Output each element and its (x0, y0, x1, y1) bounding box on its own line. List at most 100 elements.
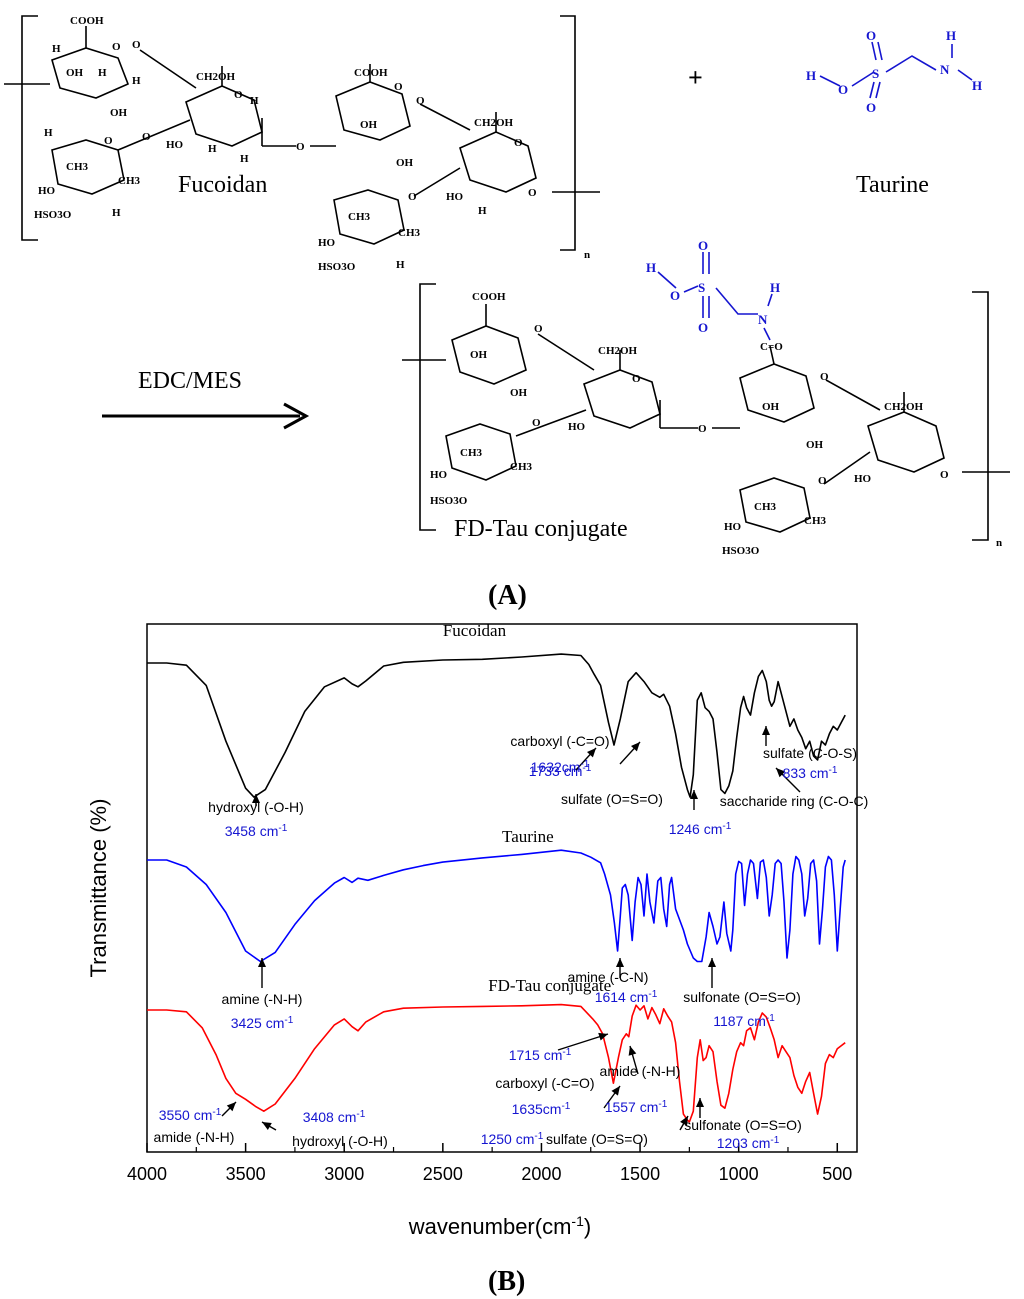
atom-ch2oh: CH2OH (598, 345, 638, 357)
annotation-arrowhead (616, 958, 624, 967)
atom-oh: OH (396, 157, 414, 169)
atom-ho: HO (724, 521, 742, 533)
atom-h: H (208, 143, 217, 155)
plus-sign: + (688, 63, 703, 92)
x-tick-label: 4000 (127, 1164, 167, 1184)
atom-ho: HO (430, 469, 448, 481)
atom-o: O (670, 288, 680, 303)
annotation-arrowhead (258, 958, 266, 967)
fucoidan-structure: COOH O H OH OH H O H CH3 HO CH3 HSO3O O … (34, 15, 537, 273)
atom-o: O (132, 39, 141, 51)
annotation-value: 1635cm-1 (512, 1101, 571, 1118)
x-tick-label: 500 (822, 1164, 852, 1184)
reaction-arrow: EDC/MES (102, 368, 310, 430)
x-tick-label: 2500 (423, 1164, 463, 1184)
plot-frame (146, 623, 858, 1153)
annotation-value: 1614 cm-1 (595, 989, 658, 1006)
atom-h: H (240, 153, 249, 165)
atom-ch3: CH3 (754, 501, 777, 513)
atom-h: H (98, 67, 107, 79)
atom-o: O (112, 41, 121, 53)
atom-o: O (698, 238, 708, 253)
atom-h: H (806, 68, 816, 83)
annotation-value: 1246 cm-1 (669, 821, 732, 838)
annotation-label: carboxyl (-C=O) (510, 733, 609, 749)
atom-ch3: CH3 (804, 515, 827, 527)
atom-o: O (632, 373, 641, 385)
x-axis-label-sup: -1 (571, 1213, 584, 1229)
series-name-label: Fucoidan (443, 621, 507, 640)
x-axis-label-text: wavenumber(cm (408, 1214, 572, 1239)
annotation-arrowhead (598, 1032, 608, 1041)
atom-s: S (872, 66, 879, 81)
annotation-value: 1632cm-1 (531, 759, 590, 776)
atom-h: H (112, 207, 121, 219)
series-name-label: FD-Tau conjugate (488, 976, 611, 995)
annotation-value: 1557 cm-1 (605, 1099, 668, 1116)
atom-o: O (394, 81, 403, 93)
annotation-label: sulfate (O=S=O) (546, 1131, 648, 1147)
annotation-arrowhead (776, 768, 786, 778)
atom-h: H (946, 28, 956, 43)
atom-ch2oh: CH2OH (884, 401, 924, 413)
annotation-label: amide (-N-H) (154, 1129, 235, 1145)
atom-h: H (770, 280, 780, 295)
annotation-label: sulfate (O=S=O) (561, 791, 663, 807)
atom-o: O (142, 131, 151, 143)
atom-o: O (698, 423, 707, 435)
reaction-scheme: n COOH O H OH OH H O H CH3 HO CH3 HSO3O … (4, 15, 1010, 611)
x-tick-label: 3500 (226, 1164, 266, 1184)
annotation-arrowhead (762, 726, 770, 735)
annotation-value: 3425 cm-1 (231, 1015, 294, 1032)
atom-o: O (818, 475, 827, 487)
annotation-label: hydroxyl (-O-H) (292, 1133, 388, 1149)
atom-ch2oh: CH2OH (196, 71, 236, 83)
series-layer (147, 653, 846, 1123)
x-tick-label: 1500 (620, 1164, 660, 1184)
atom-ho: HO (568, 421, 586, 433)
atom-oh: OH (762, 401, 780, 413)
atom-h: H (646, 260, 656, 275)
annotation-arrowhead (628, 1046, 637, 1056)
series-name-label: Taurine (502, 827, 554, 846)
x-axis-label: wavenumber(cm-1) (408, 1213, 591, 1239)
atom-cooh-1: COOH (70, 15, 104, 27)
atom-ch3: CH3 (118, 175, 141, 187)
atom-o: O (866, 28, 876, 43)
atom-o: O (866, 100, 876, 115)
series-line-2 (147, 1003, 846, 1123)
atom-ho: HO (854, 473, 872, 485)
annotation-arrowhead (680, 1116, 688, 1126)
atom-h: H (396, 259, 405, 271)
atom-ch2oh: CH2OH (474, 117, 514, 129)
reactant-taurine-label: Taurine (856, 172, 929, 198)
atom-oh: OH (110, 107, 128, 119)
annotation-arrowhead (262, 1122, 272, 1130)
fd-tau-n: n (996, 537, 1002, 549)
atom-o: O (940, 469, 949, 481)
annotation-label: amine (-C-N) (568, 969, 649, 985)
y-axis-label: Transmittance (%) (86, 799, 111, 978)
annotation-label: carboxyl (-C=O) (495, 1075, 594, 1091)
annotation-label: amine (-N-H) (222, 991, 303, 1007)
reactant-fucoidan-label: Fucoidan (178, 172, 267, 198)
annotation-arrowhead (586, 748, 596, 758)
panel-b-label: (B) (488, 1266, 525, 1297)
atom-o: O (528, 187, 537, 199)
atom-oh: OH (470, 349, 488, 361)
annotation-arrowhead (252, 794, 260, 803)
annotation-arrowhead (696, 1098, 704, 1107)
annotation-arrowhead (226, 1102, 236, 1112)
atom-n: N (758, 312, 768, 327)
annotation-value: 1733 cm-1 (529, 763, 592, 780)
annotation-label: hydroxyl (-O-H) (208, 799, 304, 815)
atom-o: O (408, 191, 417, 203)
atom-n: N (940, 62, 950, 77)
atom-co: C=O (760, 341, 783, 353)
reagent-label: EDC/MES (138, 368, 242, 394)
annotation-arrowhead (611, 1086, 620, 1096)
